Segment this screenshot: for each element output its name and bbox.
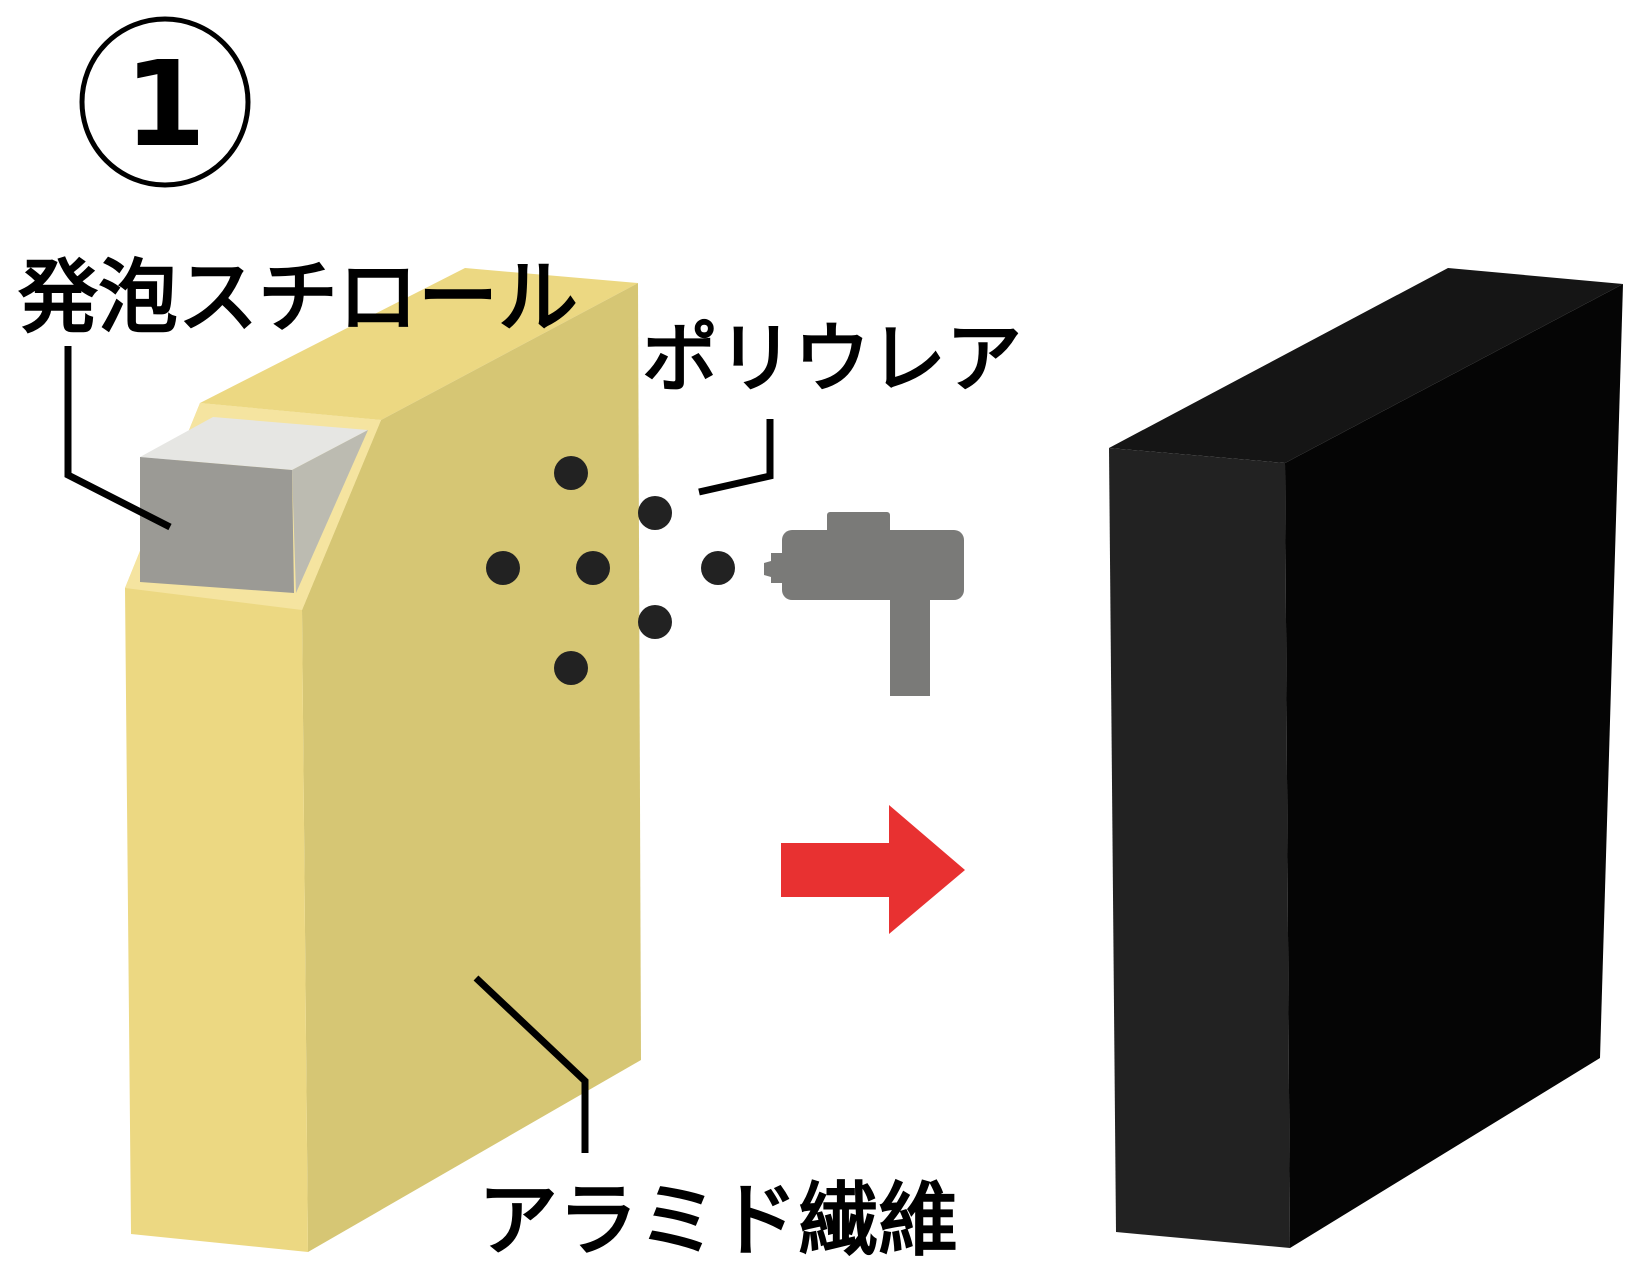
result-block	[1109, 268, 1623, 1248]
block-side-face	[302, 283, 641, 1252]
foam-top-face	[140, 417, 368, 470]
droplet	[554, 456, 588, 490]
block-front-face	[125, 403, 381, 1252]
step-badge: 1	[79, 16, 251, 188]
block-top-face	[200, 268, 638, 420]
leader-lines	[64, 346, 774, 1153]
droplet	[701, 551, 735, 585]
foam-leader-line	[64, 346, 172, 531]
droplet	[638, 496, 672, 530]
aramid-leader-line	[473, 975, 589, 1153]
result-front-face	[1109, 448, 1290, 1248]
droplet	[576, 551, 610, 585]
result-top-face	[1109, 268, 1623, 463]
aramid-block	[125, 268, 641, 1252]
arrow-right-icon	[781, 805, 965, 934]
foam-side-face	[292, 430, 368, 593]
result-side-face	[1285, 284, 1623, 1248]
polyurea-droplets	[486, 456, 735, 685]
droplet	[486, 551, 520, 585]
step-circle	[79, 16, 251, 188]
polyurea-leader-line	[698, 419, 774, 496]
foam-front-face	[140, 457, 294, 593]
foam-insert	[140, 417, 368, 593]
step-number: 1	[124, 35, 206, 173]
droplet	[554, 651, 588, 685]
label-aramid: アラミド繊維	[478, 1174, 958, 1267]
label-polyurea: ポリウレア	[642, 314, 1022, 403]
label-foam: 発泡スチロール	[18, 251, 578, 344]
spray-gun-icon	[764, 512, 964, 696]
droplet	[638, 605, 672, 639]
